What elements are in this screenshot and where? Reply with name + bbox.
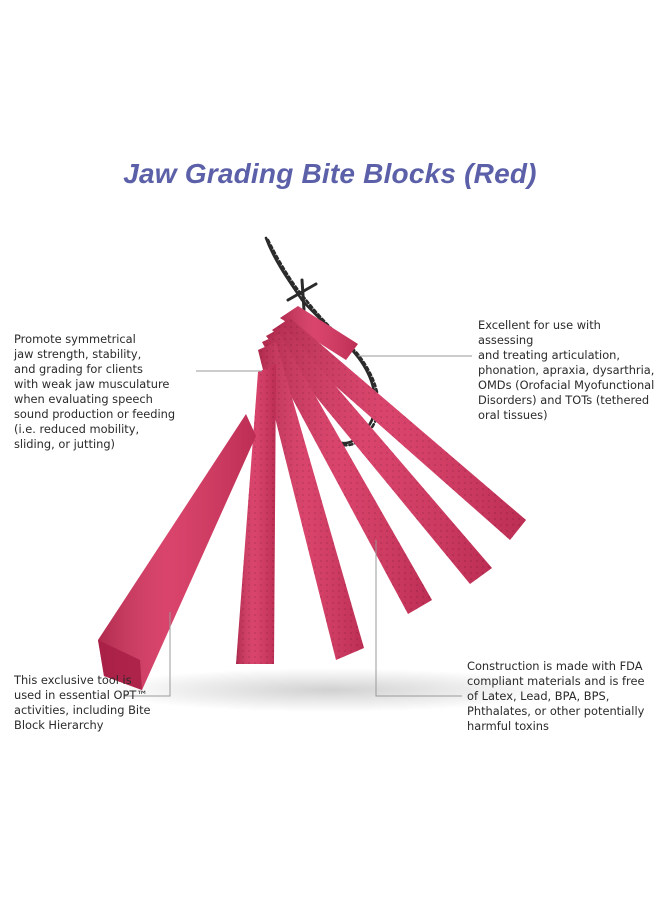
bite-block-4 bbox=[262, 334, 432, 614]
bite-block-6 bbox=[236, 364, 276, 664]
page-title: Jaw Grading Bite Blocks (Red) bbox=[123, 158, 537, 189]
callout-leader-lines bbox=[124, 355, 472, 697]
callout-top-right: Excellent for use with assessing and tre… bbox=[478, 318, 655, 422]
callout-top-left: Promote symmetrical jaw strength, stabil… bbox=[14, 332, 176, 451]
floor-shadow bbox=[100, 668, 560, 712]
callout-bottom-right: Construction is made with FDA compliant … bbox=[467, 659, 645, 733]
bite-block-7 bbox=[98, 414, 256, 690]
bite-block-5 bbox=[258, 342, 364, 660]
callout-bottom-left: This exclusive tool is used in essential… bbox=[14, 673, 151, 732]
wire-clip bbox=[286, 278, 318, 312]
bite-block-1 bbox=[280, 306, 358, 360]
bite-block-3 bbox=[266, 326, 492, 584]
bite-block-2 bbox=[272, 318, 526, 540]
